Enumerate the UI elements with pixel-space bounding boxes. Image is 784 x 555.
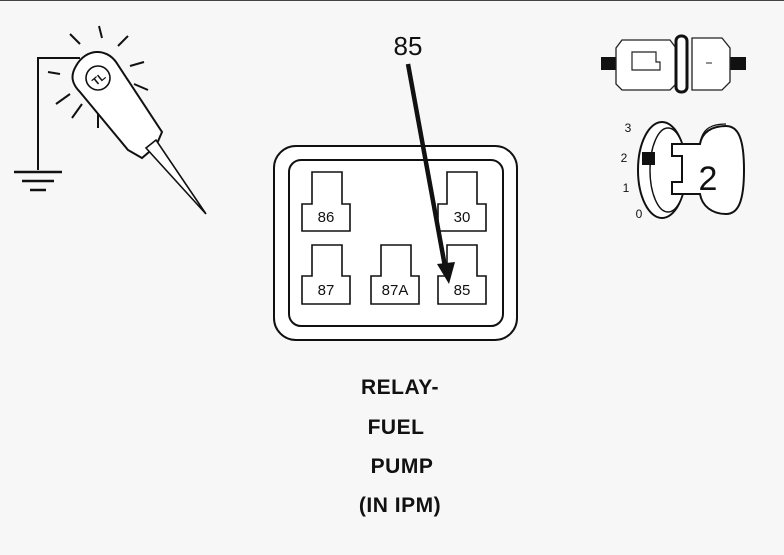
caption-line-1: RELAY- (360, 376, 440, 399)
ignition-switch-icon: 3 2 1 0 2 (621, 121, 746, 221)
terminal-label-85: 85 (454, 282, 471, 299)
light-rays-icon (47, 25, 149, 128)
relay-terminal-87: 87 (301, 244, 351, 305)
ignition-marker (642, 152, 655, 165)
caption-line-2: FUEL (367, 416, 425, 439)
relay-terminal-85: 85 (437, 244, 487, 305)
key-position-label: 2 (699, 160, 718, 198)
ignition-position-2: 2 (621, 151, 628, 165)
ignition-position-0: 0 (636, 207, 643, 221)
terminal-label-86: 86 (318, 209, 335, 226)
callout-arrow: 85 (394, 31, 455, 284)
caption-line-3: PUMP (370, 455, 434, 478)
ground-symbol-icon (14, 170, 62, 192)
terminal-label-30: 30 (454, 209, 471, 226)
ignition-position-3: 3 (625, 121, 632, 135)
caption-line-4: (IN IPM) (358, 494, 442, 517)
ignition-position-1: 1 (623, 181, 630, 195)
test-light-icon: TL (14, 25, 207, 215)
terminal-label-87: 87 (318, 282, 335, 299)
relay-terminal-86: 86 (301, 171, 351, 232)
top-border (0, 0, 784, 1)
terminal-label-87a: 87A (382, 282, 409, 299)
connector-plug-icon (601, 34, 746, 94)
arrowhead-icon (437, 262, 455, 284)
relay-connector: 86 30 87 87A 85 (273, 145, 518, 341)
callout-label: 85 (394, 31, 423, 61)
relay-terminal-87a: 87A (370, 244, 420, 305)
relay-terminal-30: 30 (437, 171, 487, 232)
